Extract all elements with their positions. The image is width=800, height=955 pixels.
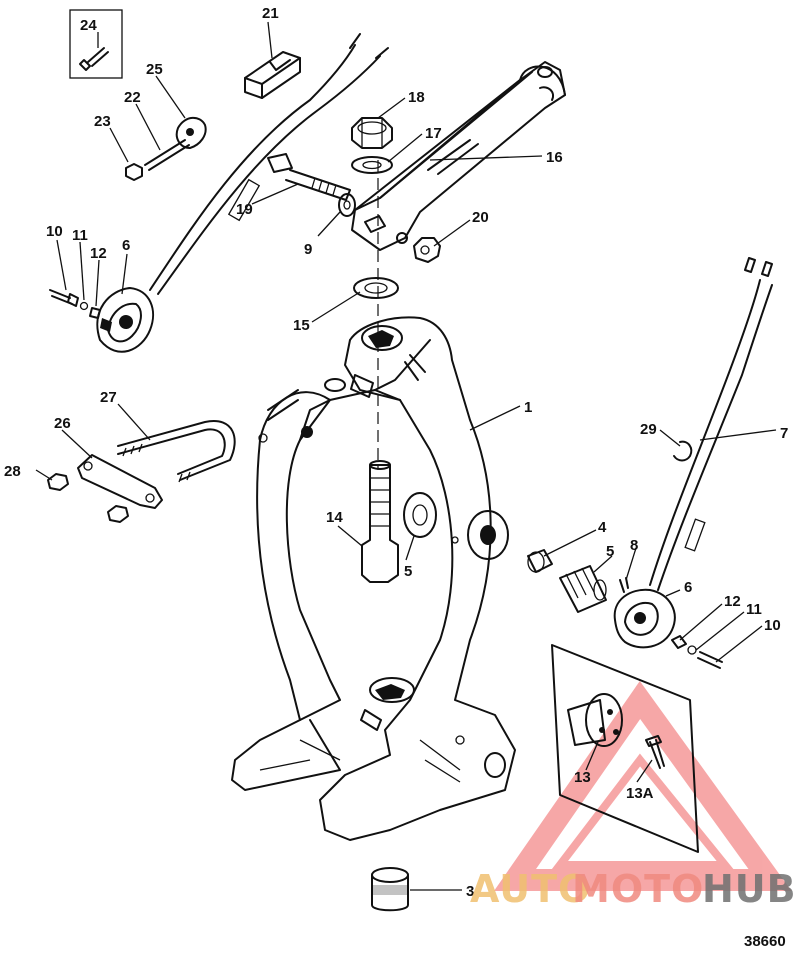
callout-8: 8 (630, 537, 638, 554)
part-2-bushing (371, 867, 409, 912)
callout-18: 18 (408, 89, 425, 106)
watermark-text: AUTO MOTO HUB (470, 867, 797, 911)
callout-23: 23 (94, 113, 111, 130)
part-16-steering-arm (351, 61, 566, 251)
part-4-washer (403, 492, 437, 538)
parts-10-11-12-right (671, 635, 723, 669)
callout-6-right: 6 (684, 579, 692, 596)
callout-11-left: 11 (72, 227, 88, 244)
part-17-washer (351, 156, 393, 174)
watermark-text-hub: HUB (702, 867, 797, 911)
callout-28: 28 (4, 463, 21, 480)
callout-5: 5 (606, 543, 614, 560)
callout-11-right: 11 (746, 601, 762, 618)
callout-22: 22 (124, 89, 141, 106)
part-14-pivot-pin (361, 460, 399, 583)
callout-6-left: 6 (122, 237, 130, 254)
callout-10-right: 10 (764, 617, 781, 634)
callout-27: 27 (100, 389, 117, 406)
callout-19: 19 (236, 201, 253, 218)
drawing-number: 38660 (744, 933, 786, 950)
callout-7: 7 (780, 425, 788, 442)
watermark-text-moto: MOTO (572, 867, 704, 911)
part-7-wire-harness (649, 257, 773, 591)
part-29-clip (673, 440, 693, 462)
part-19-bolt (267, 153, 351, 201)
callout-14: 14 (326, 509, 343, 526)
part-21-clip (244, 51, 301, 99)
leader-lines (35, 21, 777, 891)
callout-10-left: 10 (46, 223, 63, 240)
callout-15: 15 (293, 317, 310, 334)
part-6-trim-sender-left (96, 287, 155, 353)
callout-12-left: 12 (90, 245, 107, 262)
part-13-inset-panel (551, 644, 699, 853)
callout-20: 20 (472, 209, 489, 226)
nut-extra (107, 505, 129, 523)
parts-10-11-12-left (49, 289, 101, 319)
callout-12-right: 12 (724, 593, 741, 610)
watermark-triangle (493, 680, 792, 891)
callout-2: 3 (466, 883, 474, 900)
callout-9: 9 (304, 241, 312, 258)
callout-3: 4 (598, 519, 607, 536)
part-26-plate (77, 454, 163, 509)
part-18-nut (351, 117, 393, 149)
part-3-bushing (527, 549, 553, 573)
callout-29: 29 (640, 421, 657, 438)
part-27-u-bolt (117, 420, 236, 483)
callout-labels: 24 21 25 22 23 18 17 16 19 9 20 10 11 12… (4, 5, 788, 900)
callout-24: 24 (80, 17, 97, 34)
callout-17: 17 (425, 125, 442, 142)
callout-13: 13 (574, 769, 591, 786)
part-5-pin (559, 565, 607, 613)
watermark-text-auto: AUTO (470, 867, 591, 911)
callout-13a: 13A (626, 785, 654, 802)
callout-21: 21 (262, 5, 279, 22)
part-15-washer (353, 277, 399, 299)
part-6-trim-sender-right (613, 588, 676, 649)
part-9-washer (338, 193, 356, 217)
part-20-nut (413, 237, 441, 263)
callout-1: 1 (524, 399, 532, 416)
callout-16: 16 (546, 149, 563, 166)
part-1-swivel-bracket (231, 316, 516, 841)
callout-26: 26 (54, 415, 71, 432)
callout-4: 5 (404, 563, 412, 580)
callout-25: 25 (146, 61, 163, 78)
part-8-screw (619, 577, 629, 593)
part-28-nut (47, 473, 69, 491)
part-24-bolt-box (69, 9, 123, 79)
parts-22-23-25 (125, 116, 207, 181)
upper-wire-harness (149, 33, 389, 295)
